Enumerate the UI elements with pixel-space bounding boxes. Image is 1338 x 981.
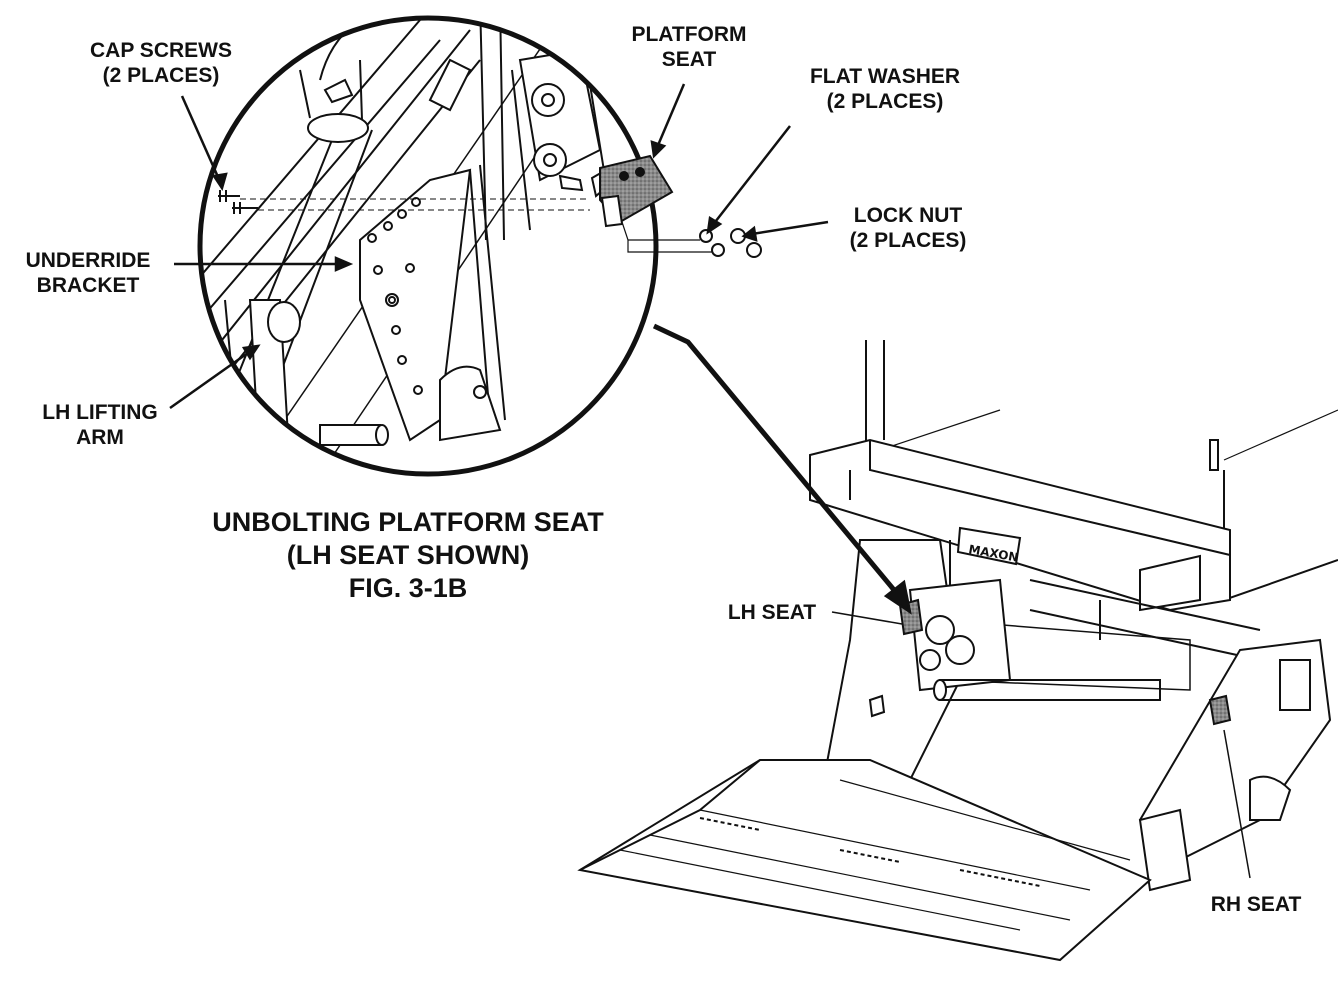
detail-view (197, 15, 659, 477)
liftgate-assembly: MAXON (577, 340, 1338, 962)
lh-lifting-arm-label-line1: LH LIFTING (42, 401, 158, 424)
exploded-hardware (590, 154, 762, 258)
platform-seat-label-line1: PLATFORM (631, 23, 747, 46)
underride-bracket-label-line2: BRACKET (36, 274, 140, 297)
flat-washer-part (699, 229, 713, 243)
flat-washer-label-line1: FLAT WASHER (809, 65, 961, 88)
lh-lifting-arm-label-line2: ARM (76, 426, 124, 449)
cap-screws-label-line1: CAP SCREWS (90, 39, 232, 62)
figure-caption-line1: UNBOLTING PLATFORM SEAT (212, 507, 604, 537)
rh-seat-label: RH SEAT (1210, 893, 1302, 916)
lh-seat-label: LH SEAT (727, 601, 817, 624)
lock-nut-label-line1: LOCK NUT (853, 204, 963, 227)
lh-lifting-arm-label: LH LIFTING ARM (10, 400, 190, 450)
figure-number: FIG. 3-1B (348, 573, 468, 603)
flat-washer-label-line2: (2 PLACES) (826, 90, 944, 113)
detail-circle-outline (197, 15, 659, 477)
flat-washer-label: FLAT WASHER (2 PLACES) (770, 64, 1000, 114)
figure-caption-line2: (LH SEAT SHOWN) (286, 540, 530, 570)
platform-seat-label-line2: SEAT (661, 48, 717, 71)
underride-bracket-label: UNDERRIDE BRACKET (0, 248, 176, 298)
underride-bracket-label-line1: UNDERRIDE (25, 249, 151, 272)
figure-caption: UNBOLTING PLATFORM SEAT (LH SEAT SHOWN) … (196, 506, 620, 605)
cap-screws-label-line2: (2 PLACES) (102, 64, 220, 87)
lock-nut-label: LOCK NUT (2 PLACES) (818, 203, 998, 253)
lock-nut-label-line2: (2 PLACES) (849, 229, 967, 252)
cap-screws-label: CAP SCREWS (2 PLACES) (56, 38, 266, 88)
platform-seat-label: PLATFORM SEAT (604, 22, 774, 72)
leader-lines (169, 83, 1251, 879)
